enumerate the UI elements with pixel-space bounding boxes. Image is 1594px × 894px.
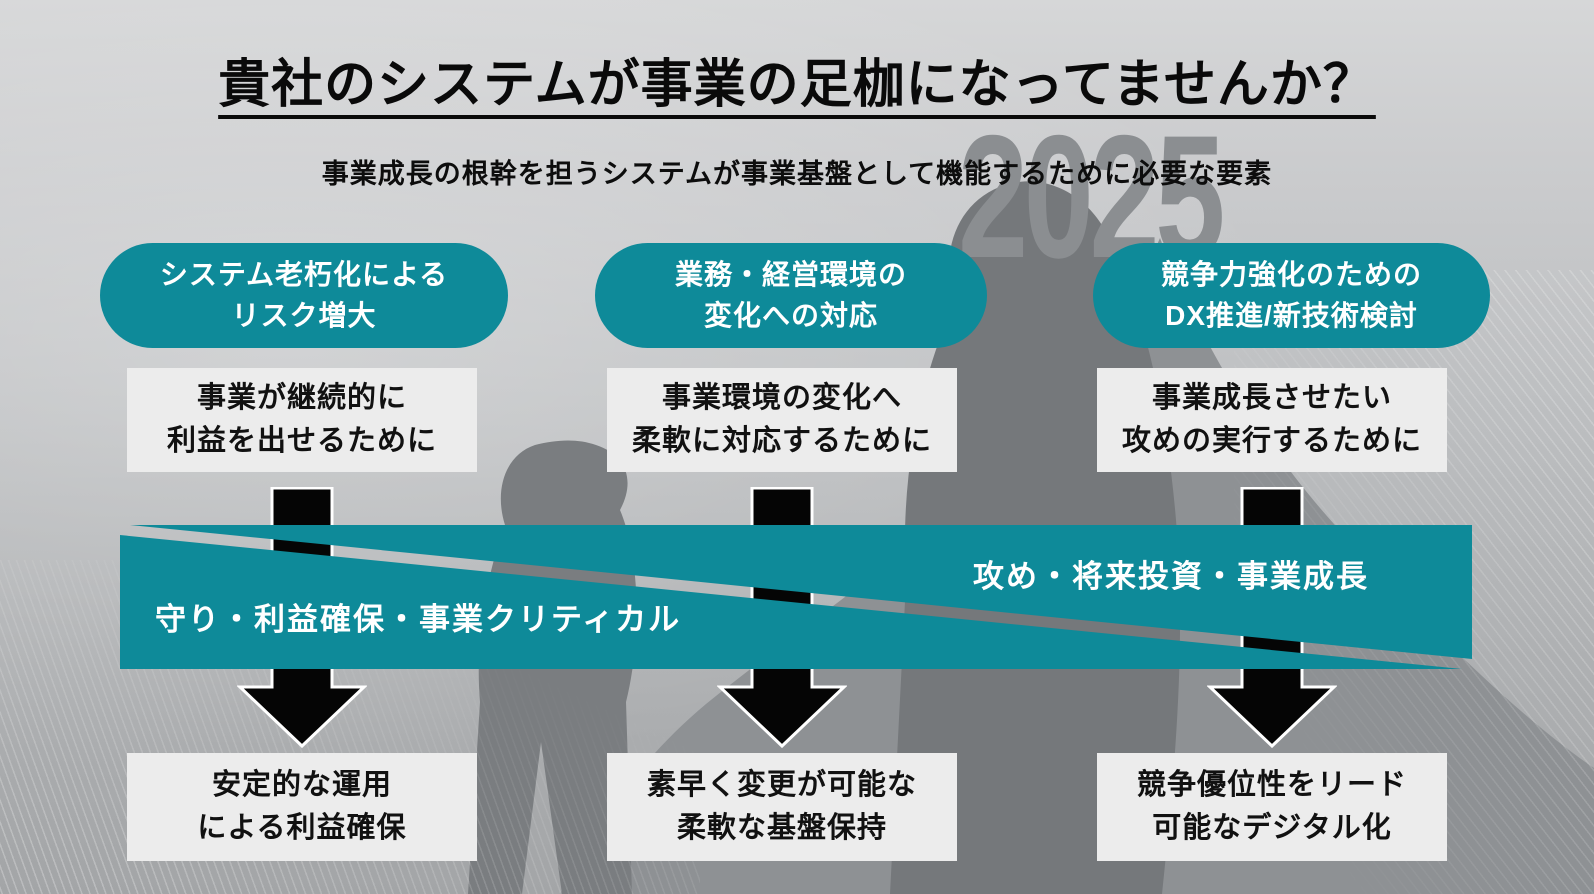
banner-label-offense: 攻め・将来投資・事業成長 (973, 559, 1369, 594)
banner-upper-triangle (130, 525, 1472, 659)
outcome-box-flexible-platform: 素早く変更が可能な 柔軟な基盤保持 (607, 753, 957, 861)
need-box-business-growth: 事業成長させたい 攻めの実行するために (1097, 368, 1447, 472)
pill-dx-promotion: 競争力強化のための DX推進/新技術検討 (1093, 243, 1490, 348)
need-box-continuous-profit: 事業が継続的に 利益を出せるために (127, 368, 477, 472)
need-box-flexible-response: 事業環境の変化へ 柔軟に対応するために (607, 368, 957, 472)
pill-system-aging: システム老朽化による リスク増大 (100, 243, 508, 348)
outcome-box-stable-operation: 安定的な運用 による利益確保 (127, 753, 477, 861)
banner-label-defense: 守り・利益確保・事業クリティカル (155, 602, 682, 637)
banner-lower-triangle (120, 535, 1462, 669)
pill-environment-change: 業務・経営環境の 変化への対応 (595, 243, 987, 348)
outcome-box-digitalization: 競争優位性をリード 可能なデジタル化 (1097, 753, 1447, 861)
page-title: 貴社のシステムが事業の足枷になってませんか？ (218, 56, 1376, 114)
subtitle: 事業成長の根幹を担うシステムが事業基盤として機能するために必要な要素 (321, 159, 1273, 189)
banner-split-band (120, 525, 1472, 669)
